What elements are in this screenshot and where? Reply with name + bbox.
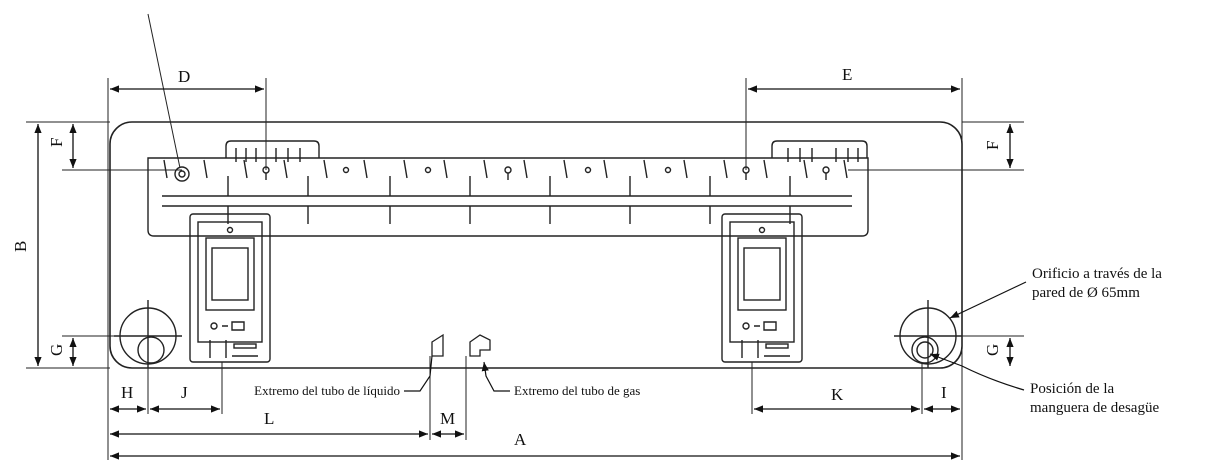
- left-wall-hole: [114, 300, 182, 368]
- dim-label-g-right: G: [983, 344, 1002, 356]
- right-wall-hole: [894, 300, 962, 368]
- indoor-unit-outline: [109, 121, 963, 369]
- wall-hole-note-line2: pared de Ø 65mm: [1032, 285, 1140, 301]
- dim-label-d: D: [178, 67, 190, 86]
- dim-label-b: B: [11, 241, 30, 252]
- wall-hole-note-line1: Orificio a través de la: [1032, 266, 1162, 282]
- dim-label-a: A: [514, 430, 527, 449]
- dim-label-l: L: [264, 409, 274, 428]
- liquid-tube-label: Extremo del tubo de líquido: [254, 383, 400, 398]
- dim-label-h: H: [121, 383, 133, 402]
- right-bracket: [721, 213, 803, 363]
- dimension-lines: [34, 85, 1014, 460]
- drain-hose-note-line2: manguera de desagüe: [1030, 400, 1159, 416]
- dim-label-f-right: F: [983, 141, 1002, 150]
- dim-label-k: K: [831, 385, 844, 404]
- callout-leaders: [404, 281, 1027, 392]
- dim-label-g-left: G: [47, 344, 66, 356]
- extension-lines: [26, 13, 1024, 460]
- mounting-plate: [147, 140, 869, 237]
- dim-label-i: I: [941, 383, 947, 402]
- drain-hose-note-line1: Posición de la: [1030, 381, 1114, 397]
- gas-tube-label: Extremo del tubo de gas: [514, 383, 640, 398]
- dim-label-e: E: [842, 65, 852, 84]
- dim-label-m: M: [440, 409, 455, 428]
- dim-label-j: J: [181, 383, 188, 402]
- dim-label-f-left: F: [47, 138, 66, 147]
- left-bracket: [189, 213, 271, 363]
- pipe-ends: [431, 333, 491, 357]
